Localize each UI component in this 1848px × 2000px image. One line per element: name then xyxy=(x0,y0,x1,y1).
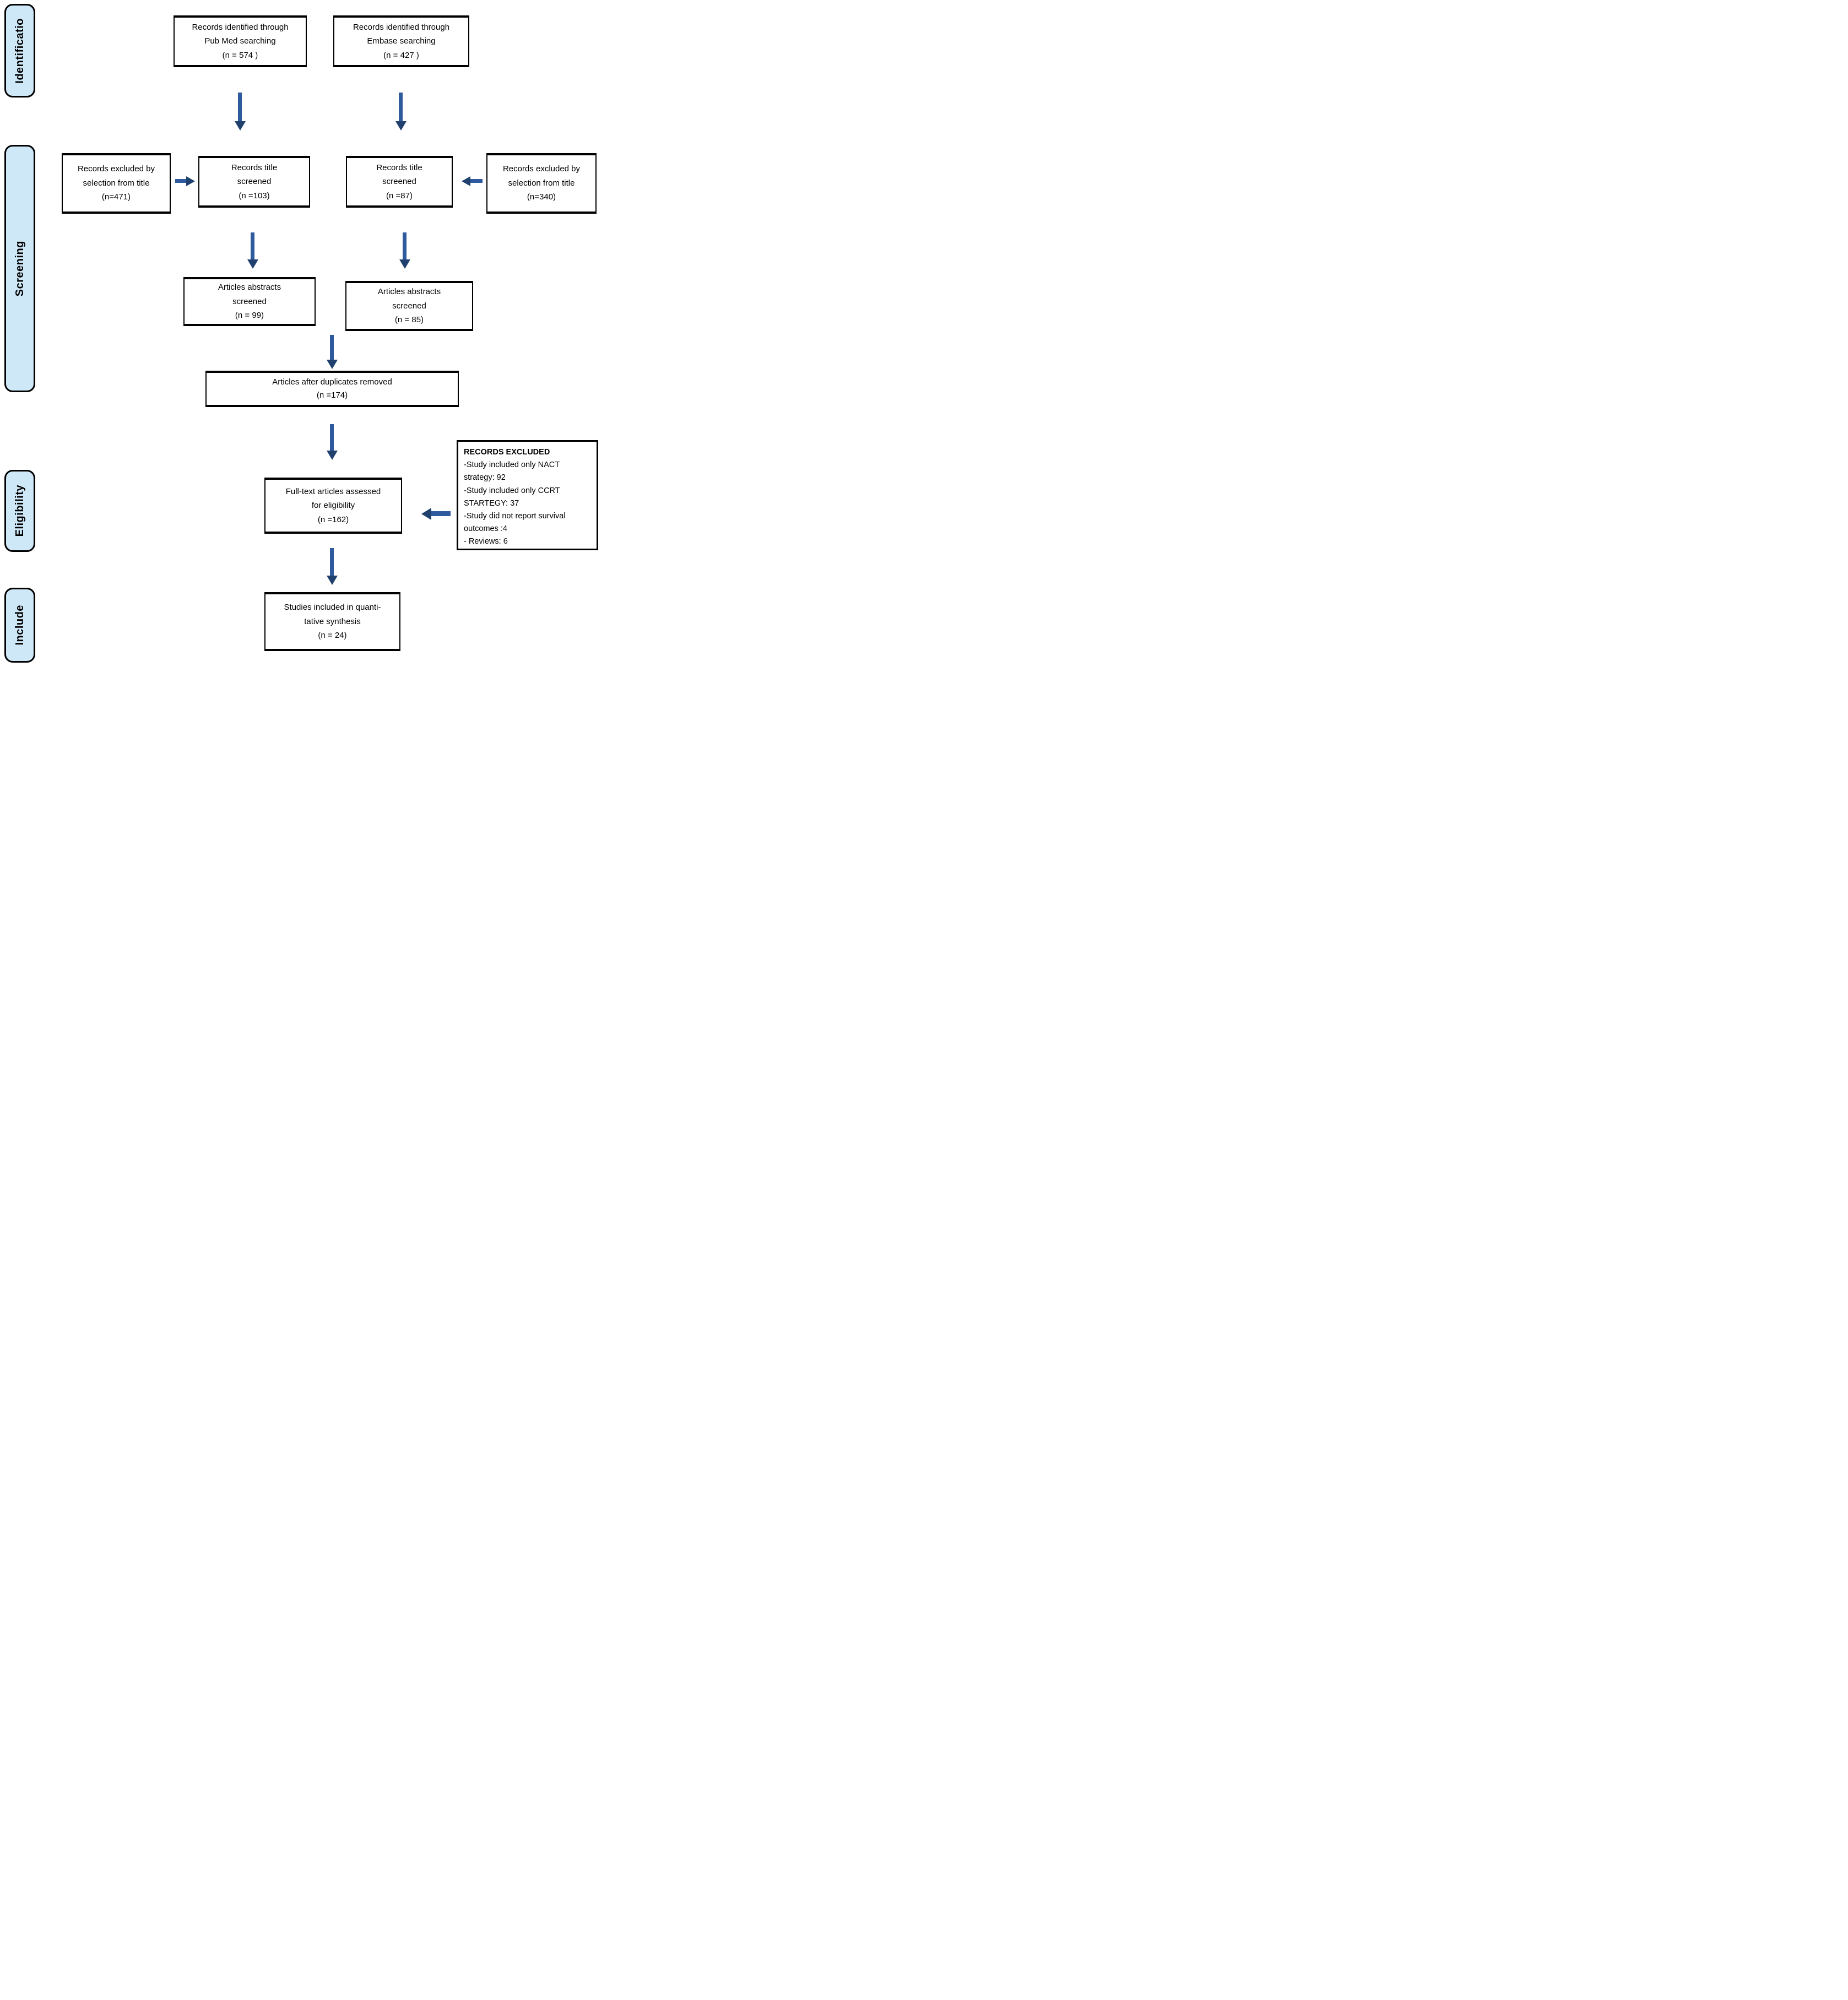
box-duplicates-removed: Articles after duplicates removed (n =17… xyxy=(205,371,459,407)
records-excluded-heading: RECORDS EXCLUDED xyxy=(464,448,550,457)
box-abstracts-screened-embase: Articles abstracts screened (n = 85) xyxy=(345,281,473,331)
stage-label-eligibility-text: Eligibility xyxy=(13,485,26,537)
stage-label-include: Include xyxy=(4,588,35,663)
arrow-left-records-excluded-to-fulltext xyxy=(421,507,451,520)
box-records-identified-pubmed: Records identified through Pub Med searc… xyxy=(174,15,307,67)
arrow-down-embase-to-screened xyxy=(395,93,407,131)
box-records-excluded-reasons: RECORDS EXCLUDED -Study included only NA… xyxy=(457,440,598,550)
box-records-excluded-title-left: Records excluded by selection from title… xyxy=(62,153,171,214)
arrow-down-fulltext-to-included xyxy=(326,548,338,585)
stage-label-eligibility: Eligibility xyxy=(4,470,35,552)
records-excluded-list: -Study included only NACT strategy: 92 -… xyxy=(464,460,566,546)
arrow-down-duplicates-to-fulltext xyxy=(326,424,338,460)
stage-label-screening: Screening xyxy=(4,145,35,392)
prisma-flow-diagram: Identificatio Screening Eligibility Incl… xyxy=(0,0,616,666)
box-abstracts-screened-pubmed: Articles abstracts screened (n = 99) xyxy=(183,277,316,326)
box-fulltext-assessed: Full-text articles assessed for eligibil… xyxy=(264,478,402,534)
box-records-excluded-title-right: Records excluded by selection from title… xyxy=(486,153,597,214)
box-records-title-screened-embase: Records title screened (n =87) xyxy=(346,156,453,208)
arrow-down-pubmed-to-screened xyxy=(234,93,246,131)
box-records-title-screened-pubmed: Records title screened (n =103) xyxy=(198,156,310,208)
arrow-down-abstracts-to-duplicates xyxy=(326,335,338,369)
stage-label-include-text: Include xyxy=(13,605,26,646)
stage-label-screening-text: Screening xyxy=(13,240,26,297)
stage-label-identification-text: Identificatio xyxy=(13,18,26,84)
arrow-right-excluded-to-screened xyxy=(175,176,195,186)
arrow-down-screened-to-abstracts-left xyxy=(247,232,258,269)
box-studies-included: Studies included in quanti- tative synth… xyxy=(264,592,400,651)
box-records-identified-embase: Records identified through Embase search… xyxy=(333,15,469,67)
stage-label-identification: Identificatio xyxy=(4,4,35,97)
arrow-down-screened-to-abstracts-right xyxy=(399,232,410,269)
arrow-left-excluded-to-screened xyxy=(462,176,483,186)
